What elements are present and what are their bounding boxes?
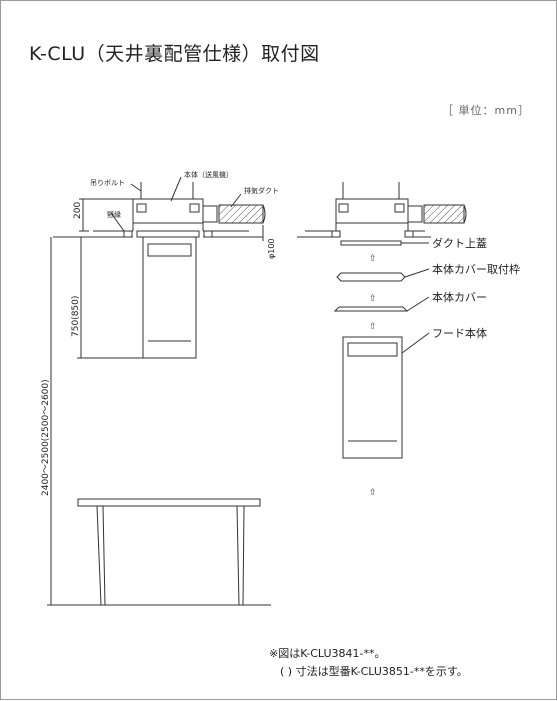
label-dim-height: 2400〜2500(2500〜2600) xyxy=(41,379,51,496)
exhaust-duct xyxy=(218,204,264,224)
note-line-1: ※図はK-CLU3841-**。 xyxy=(269,647,386,660)
bolt-bracket-right xyxy=(189,203,200,213)
duct-top-cover xyxy=(340,240,402,246)
svg-text:⇧: ⇧ xyxy=(369,294,377,304)
label-body-cover-frame: 本体カバー取付枠 xyxy=(432,262,520,276)
main-body xyxy=(132,198,204,224)
page-title: K-CLU（天井裏配管仕様）取付図 xyxy=(29,43,320,65)
hood-top-band xyxy=(147,243,192,257)
nomichi-block-left xyxy=(123,230,133,238)
table-leg-left xyxy=(96,505,106,606)
table-top xyxy=(77,498,261,507)
label-body-cover: 本体カバー xyxy=(432,290,487,304)
label-exhaust-duct: 排気ダクト xyxy=(244,186,279,195)
label-dim-200: 200 xyxy=(73,202,83,219)
duct-connector-exploded xyxy=(407,205,423,223)
hood-body xyxy=(342,336,403,459)
label-hanging-bolt: 吊りボルト xyxy=(90,179,125,187)
main-body-exploded xyxy=(335,198,409,224)
body-cover xyxy=(333,306,409,312)
unit-label: ［ 単位：mm］ xyxy=(442,104,530,117)
body-cover-frame xyxy=(336,272,406,282)
label-main-body: 本体（送風機） xyxy=(184,170,233,179)
bolt-bracket-left xyxy=(136,203,147,213)
exploded-view: ⇧ ⇧ ⇧ ⇧ xyxy=(297,182,467,498)
svg-text:⇧: ⇧ xyxy=(369,254,377,264)
note-line-2: ( ) 寸法は型番K-CLU3851-**を示す。 xyxy=(280,665,468,678)
hood-installed xyxy=(142,236,197,359)
nomichi-block-right xyxy=(203,230,213,238)
label-hood-body: フード本体 xyxy=(432,326,487,340)
exhaust-duct-exploded xyxy=(423,204,465,224)
label-dim-750: 750(850) xyxy=(71,296,81,337)
table-leg-right xyxy=(236,505,245,606)
duct-connector xyxy=(202,205,218,223)
label-nomichi: 野縁 xyxy=(107,210,121,219)
svg-text:⇧: ⇧ xyxy=(369,322,377,332)
label-duct-top-cover: ダクト上蓋 xyxy=(432,236,487,250)
label-dim-phi100: φ100 xyxy=(267,238,276,259)
hood-body-top-band xyxy=(347,342,398,357)
body-collar xyxy=(136,230,200,238)
svg-text:⇧: ⇧ xyxy=(369,488,377,498)
assembled-view xyxy=(47,176,271,606)
